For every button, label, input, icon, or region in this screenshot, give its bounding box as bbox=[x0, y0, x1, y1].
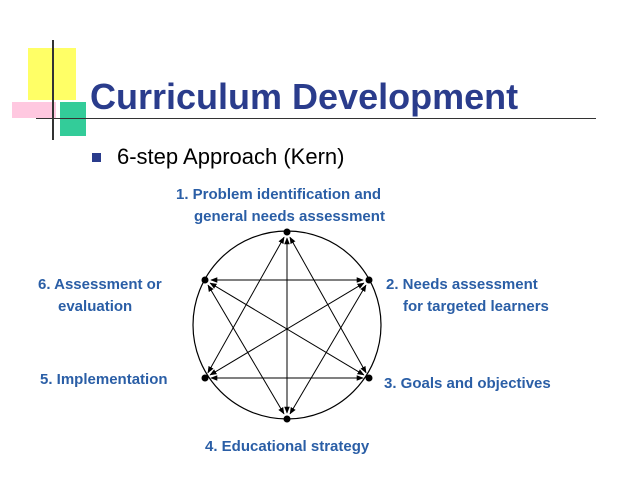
decor-pink-square bbox=[12, 102, 56, 118]
step-5-label: 5. Implementation bbox=[40, 369, 168, 391]
node-step-1 bbox=[283, 228, 291, 236]
connector-4-6 bbox=[207, 284, 285, 415]
slide-title: Curriculum Development bbox=[90, 76, 519, 117]
node-step-5 bbox=[201, 374, 209, 382]
bullet-item: 6-step Approach (Kern) bbox=[92, 144, 344, 170]
node-step-6 bbox=[201, 276, 209, 284]
step-6-line-1: 6. Assessment or bbox=[38, 276, 162, 293]
step-4-label: 4. Educational strategy bbox=[205, 436, 369, 458]
step-1-label: 1. Problem identification and general ne… bbox=[176, 184, 385, 228]
node-step-3 bbox=[365, 374, 373, 382]
step-6-label: 6. Assessment or evaluation bbox=[38, 274, 162, 318]
step-3-line-1: 3. Goals and objectives bbox=[384, 375, 551, 392]
node-step-4 bbox=[283, 415, 291, 423]
step-1-line-1: 1. Problem identification and bbox=[176, 186, 382, 203]
step-2-label: 2. Needs assessment for targeted learner… bbox=[386, 274, 549, 318]
decor-horizontal-line bbox=[36, 118, 596, 119]
node-step-2 bbox=[365, 276, 373, 284]
step-2-line-2: for targeted learners bbox=[403, 298, 549, 315]
decor-green-square bbox=[60, 102, 86, 136]
step-3-label: 3. Goals and objectives bbox=[384, 373, 551, 395]
step-1-line-2: general needs assessment bbox=[194, 208, 385, 225]
bullet-text: 6-step Approach (Kern) bbox=[117, 144, 345, 169]
step-6-line-2: evaluation bbox=[58, 298, 133, 315]
decor-vertical-line bbox=[52, 40, 54, 140]
step-4-line-1: 4. Educational strategy bbox=[205, 438, 370, 455]
step-5-line-1: 5. Implementation bbox=[40, 371, 168, 388]
step-2-line-1: 2. Needs assessment bbox=[386, 276, 538, 293]
bullet-square-icon bbox=[92, 152, 101, 162]
